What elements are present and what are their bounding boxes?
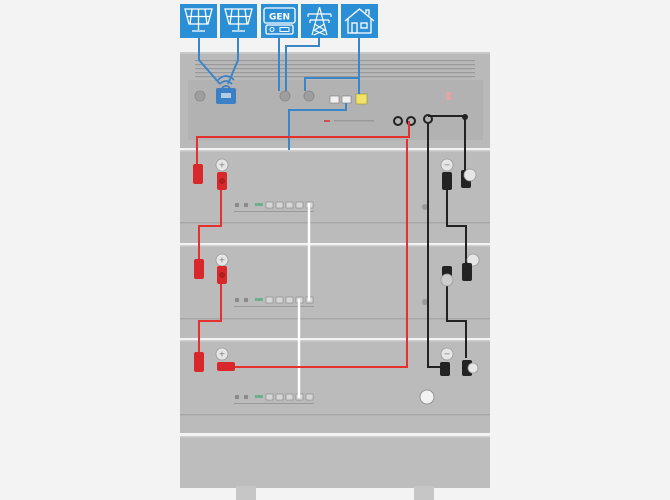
- battery-stack: [180, 150, 490, 500]
- black-negative-cables: [427, 115, 467, 368]
- ring-terminal: [406, 116, 416, 126]
- grid-port: [303, 90, 315, 102]
- solar-panel-icon: [180, 4, 217, 38]
- comm-port: [341, 95, 352, 104]
- battery-module-3: [180, 340, 490, 433]
- generator-icon: GEN: [261, 4, 298, 38]
- white-comm-cables: [297, 202, 311, 399]
- house-icon: [341, 4, 378, 38]
- module-power-button: [422, 299, 428, 305]
- terminal-block: [355, 93, 368, 105]
- pv-port-1: [194, 90, 206, 102]
- vent-grille: [195, 60, 475, 78]
- gen-port: [279, 90, 291, 102]
- status-indicator: [446, 92, 451, 100]
- comm-port: [329, 95, 340, 104]
- svg-text:−: −: [444, 350, 451, 359]
- inverter-unit: [180, 52, 490, 148]
- solar-panel-icon: [220, 4, 257, 38]
- svg-text:+: +: [219, 161, 226, 170]
- wifi-module-icon: [216, 75, 236, 104]
- svg-text:+: +: [219, 350, 226, 359]
- power-tower-icon: [301, 4, 338, 38]
- terminals-module-1: + −: [193, 158, 477, 190]
- generator-label: GEN: [269, 13, 290, 23]
- terminals-module-3: + −: [194, 347, 479, 376]
- battery-module-1: [180, 150, 490, 243]
- main-power-button: [419, 389, 435, 405]
- red-positive-cables: [196, 121, 410, 368]
- battery-module-2: [180, 245, 490, 338]
- ring-terminal: [393, 116, 403, 126]
- cabinet-base: [180, 436, 490, 500]
- module-power-button: [422, 204, 428, 210]
- terminals-module-2: +: [194, 253, 480, 287]
- source-icons: GEN: [180, 4, 378, 38]
- svg-text:−: −: [444, 161, 451, 170]
- svg-text:+: +: [219, 256, 226, 265]
